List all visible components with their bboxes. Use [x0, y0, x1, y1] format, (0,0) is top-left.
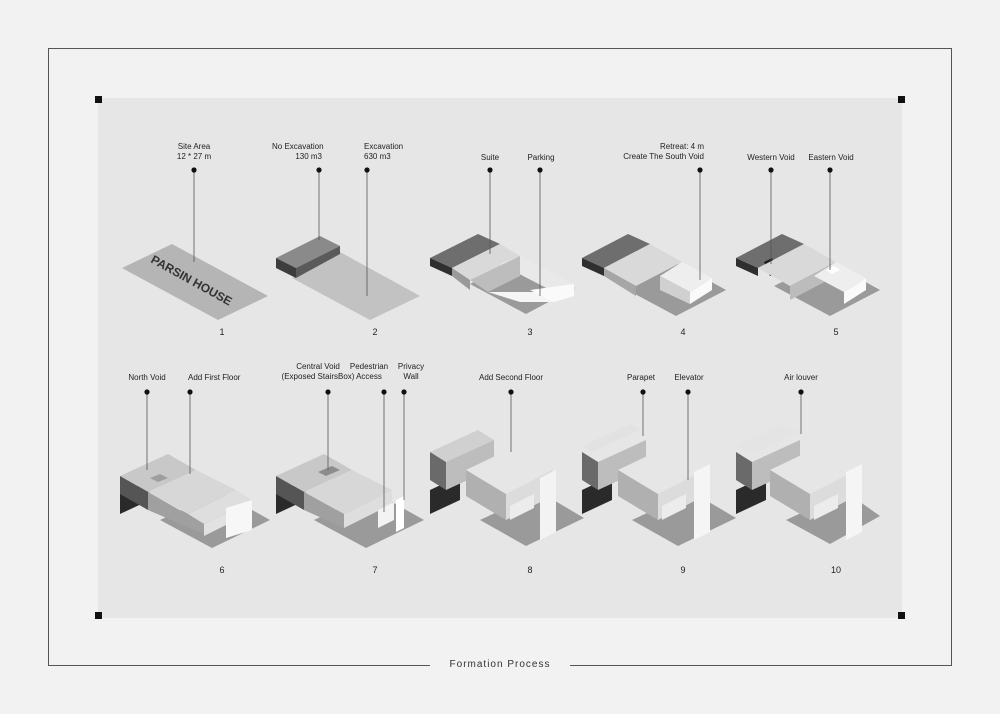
label-elevator: Elevator [674, 373, 704, 382]
model-step-1: PARSIN HOUSE [122, 244, 268, 320]
corner-mark-bottom-left [95, 612, 102, 619]
step-number-5: 5 [833, 327, 839, 337]
caption-formation-process: Formation Process [449, 659, 551, 670]
label-eastern-void: Eastern Void [808, 153, 854, 162]
model-step-3 [430, 234, 575, 314]
model-step-8 [430, 430, 584, 546]
model-step-9 [582, 424, 736, 546]
model-step-7 [276, 454, 424, 548]
label-suite: Suite [480, 153, 500, 162]
step-number-10: 10 [830, 565, 842, 575]
leader-lines [144, 167, 833, 512]
step-number-8: 8 [527, 565, 533, 575]
label-add-first-floor: Add First Floor [188, 373, 241, 382]
step-number-1: 1 [219, 327, 225, 337]
label-parapet: Parapet [626, 373, 656, 382]
model-step-4 [582, 234, 726, 316]
label-add-second-floor: Add Second Floor [478, 373, 544, 382]
step-number-2: 2 [372, 327, 378, 337]
model-step-6 [120, 454, 270, 548]
model-step-5 [736, 234, 880, 316]
step-number-4: 4 [680, 327, 686, 337]
frame-caption-gap [430, 660, 570, 674]
step-number-6: 6 [219, 565, 225, 575]
label-western-void: Western Void [747, 153, 795, 162]
model-step-2 [276, 236, 420, 320]
step-number-9: 9 [680, 565, 686, 575]
model-step-10 [736, 424, 880, 544]
label-air-louver: Air louver [784, 373, 818, 382]
corner-mark-top-left [95, 96, 102, 103]
corner-mark-top-right [898, 96, 905, 103]
step-number-7: 7 [372, 565, 378, 575]
label-central-void: Central Void(Exposed StairsBox) [281, 362, 355, 381]
label-parking: Parking [527, 153, 555, 162]
corner-mark-bottom-right [898, 612, 905, 619]
step-number-3: 3 [527, 327, 533, 337]
label-north-void: North Void [128, 373, 166, 382]
